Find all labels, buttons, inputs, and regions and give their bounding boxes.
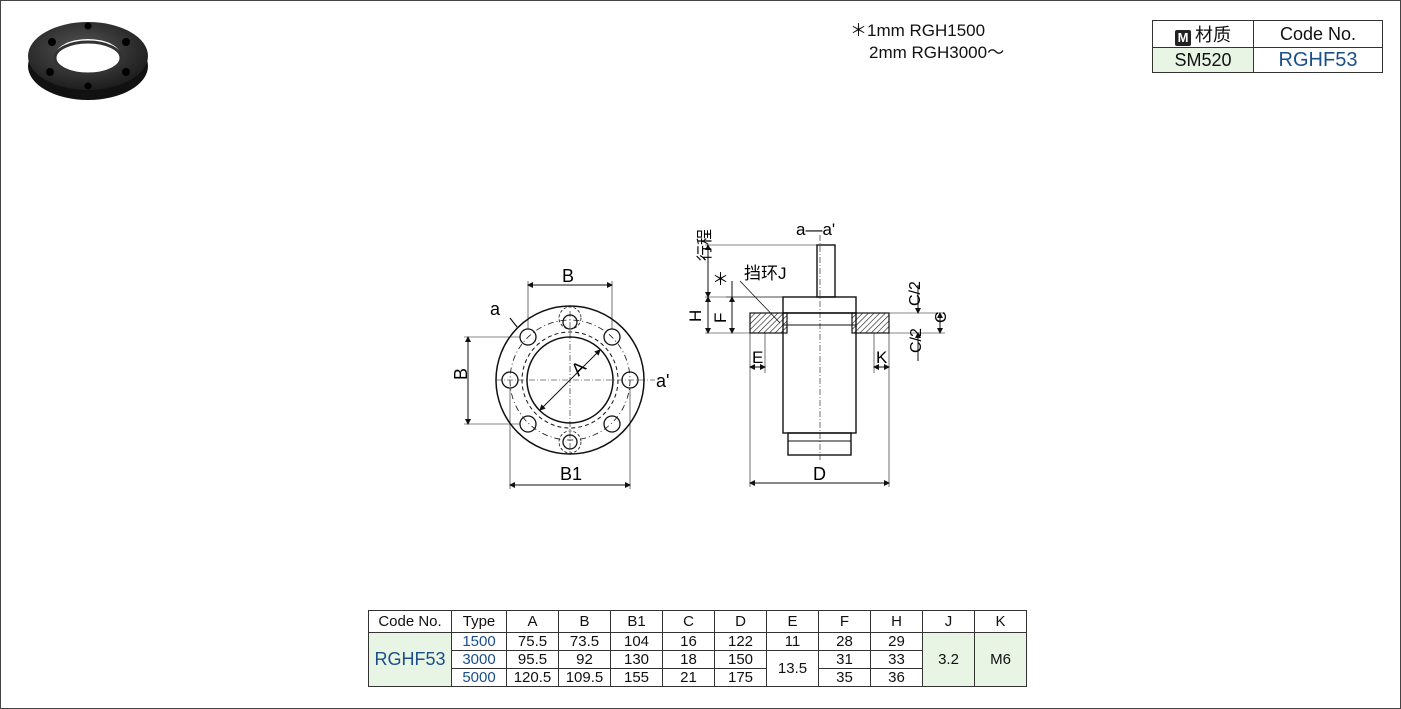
cell-f: 28 bbox=[818, 632, 871, 651]
table-row: RGHF53 1500 75.5 73.5 104 16 122 11 28 2… bbox=[368, 632, 1027, 687]
label-e: E bbox=[752, 348, 763, 367]
cell-a: 120.5 bbox=[506, 668, 559, 687]
header-h: H bbox=[870, 610, 923, 633]
code-header: Code No. bbox=[1253, 20, 1383, 48]
cell-c: 18 bbox=[662, 650, 715, 669]
material-value: SM520 bbox=[1152, 47, 1254, 73]
cell-c: 16 bbox=[662, 632, 715, 651]
product-photo bbox=[28, 22, 148, 100]
header-a: A bbox=[506, 610, 559, 633]
cell-d: 175 bbox=[714, 668, 767, 687]
type-cell: 3000 bbox=[451, 650, 507, 669]
cell-a: 95.5 bbox=[506, 650, 559, 669]
material-icon: M bbox=[1175, 30, 1191, 46]
cell-b1: 155 bbox=[610, 668, 663, 687]
header-k: K bbox=[974, 610, 1027, 633]
accuracy-note: ＊1mm RGH1500 2mm RGH3000～ bbox=[850, 20, 1004, 64]
material-label: 材质 bbox=[1195, 25, 1231, 45]
cell-b: 109.5 bbox=[558, 668, 611, 687]
header-c: C bbox=[662, 610, 715, 633]
cell-h: 29 bbox=[870, 632, 923, 651]
cell-d: 122 bbox=[714, 632, 767, 651]
cell-f: 31 bbox=[818, 650, 871, 669]
header-b1: B1 bbox=[610, 610, 663, 633]
header-type: Type bbox=[451, 610, 507, 633]
label-a-dia: A bbox=[567, 357, 590, 380]
header-code: Code No. bbox=[368, 610, 452, 633]
label-k: K bbox=[876, 348, 888, 367]
label-a-prime: a' bbox=[656, 371, 669, 391]
header-j: J bbox=[922, 610, 975, 633]
cell-d: 150 bbox=[714, 650, 767, 669]
label-star: ＊ bbox=[712, 270, 729, 289]
label-stroke: 行程 bbox=[696, 229, 714, 261]
section-view: a—a' 行程 ＊ 挡环J H F E K D C/2 C C/2 bbox=[686, 220, 950, 487]
label-section: a—a' bbox=[796, 220, 835, 239]
label-h: H bbox=[686, 310, 705, 322]
cell-b1: 130 bbox=[610, 650, 663, 669]
cell-h: 36 bbox=[870, 668, 923, 687]
note-line-1: ＊1mm RGH1500 bbox=[850, 21, 986, 40]
header-f: F bbox=[818, 610, 871, 633]
cell-b: 73.5 bbox=[558, 632, 611, 651]
label-c: C bbox=[933, 311, 950, 323]
label-a: a bbox=[490, 299, 501, 319]
note-line-2: 2mm RGH3000～ bbox=[869, 43, 1005, 62]
cell-k: M6 bbox=[974, 632, 1027, 687]
cell-j: 3.2 bbox=[922, 632, 975, 687]
header-d: D bbox=[714, 610, 767, 633]
label-b-left: B bbox=[451, 368, 471, 380]
label-c-half-bottom: C/2 bbox=[908, 328, 925, 353]
label-d: D bbox=[813, 464, 826, 484]
cell-c: 21 bbox=[662, 668, 715, 687]
front-view: B B B1 A a a' bbox=[451, 266, 669, 489]
code-value: RGHF53 bbox=[1253, 47, 1383, 73]
label-ring: 挡环J bbox=[744, 264, 787, 283]
type-cell: 1500 bbox=[451, 632, 507, 651]
cell-e: 11 bbox=[766, 632, 819, 651]
code-cell: RGHF53 bbox=[368, 632, 452, 687]
label-c-half-top: C/2 bbox=[907, 281, 924, 306]
technical-drawing: B B B1 A a a' bbox=[451, 220, 950, 489]
type-cell: 5000 bbox=[451, 668, 507, 687]
cell-b1: 104 bbox=[610, 632, 663, 651]
cell-e-merged: 13.5 bbox=[766, 650, 819, 687]
cell-a: 75.5 bbox=[506, 632, 559, 651]
table-row: 3000 95.5 92 130 18 150 13.5 31 33 bbox=[369, 650, 1027, 687]
label-b-top: B bbox=[562, 266, 574, 286]
cell-h: 33 bbox=[870, 650, 923, 669]
cell-b: 92 bbox=[558, 650, 611, 669]
header-e: E bbox=[766, 610, 819, 633]
label-b1: B1 bbox=[560, 464, 582, 484]
table-row: 5000 120.5 109.5 155 21 175 35 36 bbox=[369, 668, 1027, 687]
label-f: F bbox=[711, 313, 730, 323]
cell-f: 35 bbox=[818, 668, 871, 687]
spec-table: Code No. Type A B B1 C D E F H J K RGHF5… bbox=[368, 610, 1027, 687]
header-b: B bbox=[558, 610, 611, 633]
